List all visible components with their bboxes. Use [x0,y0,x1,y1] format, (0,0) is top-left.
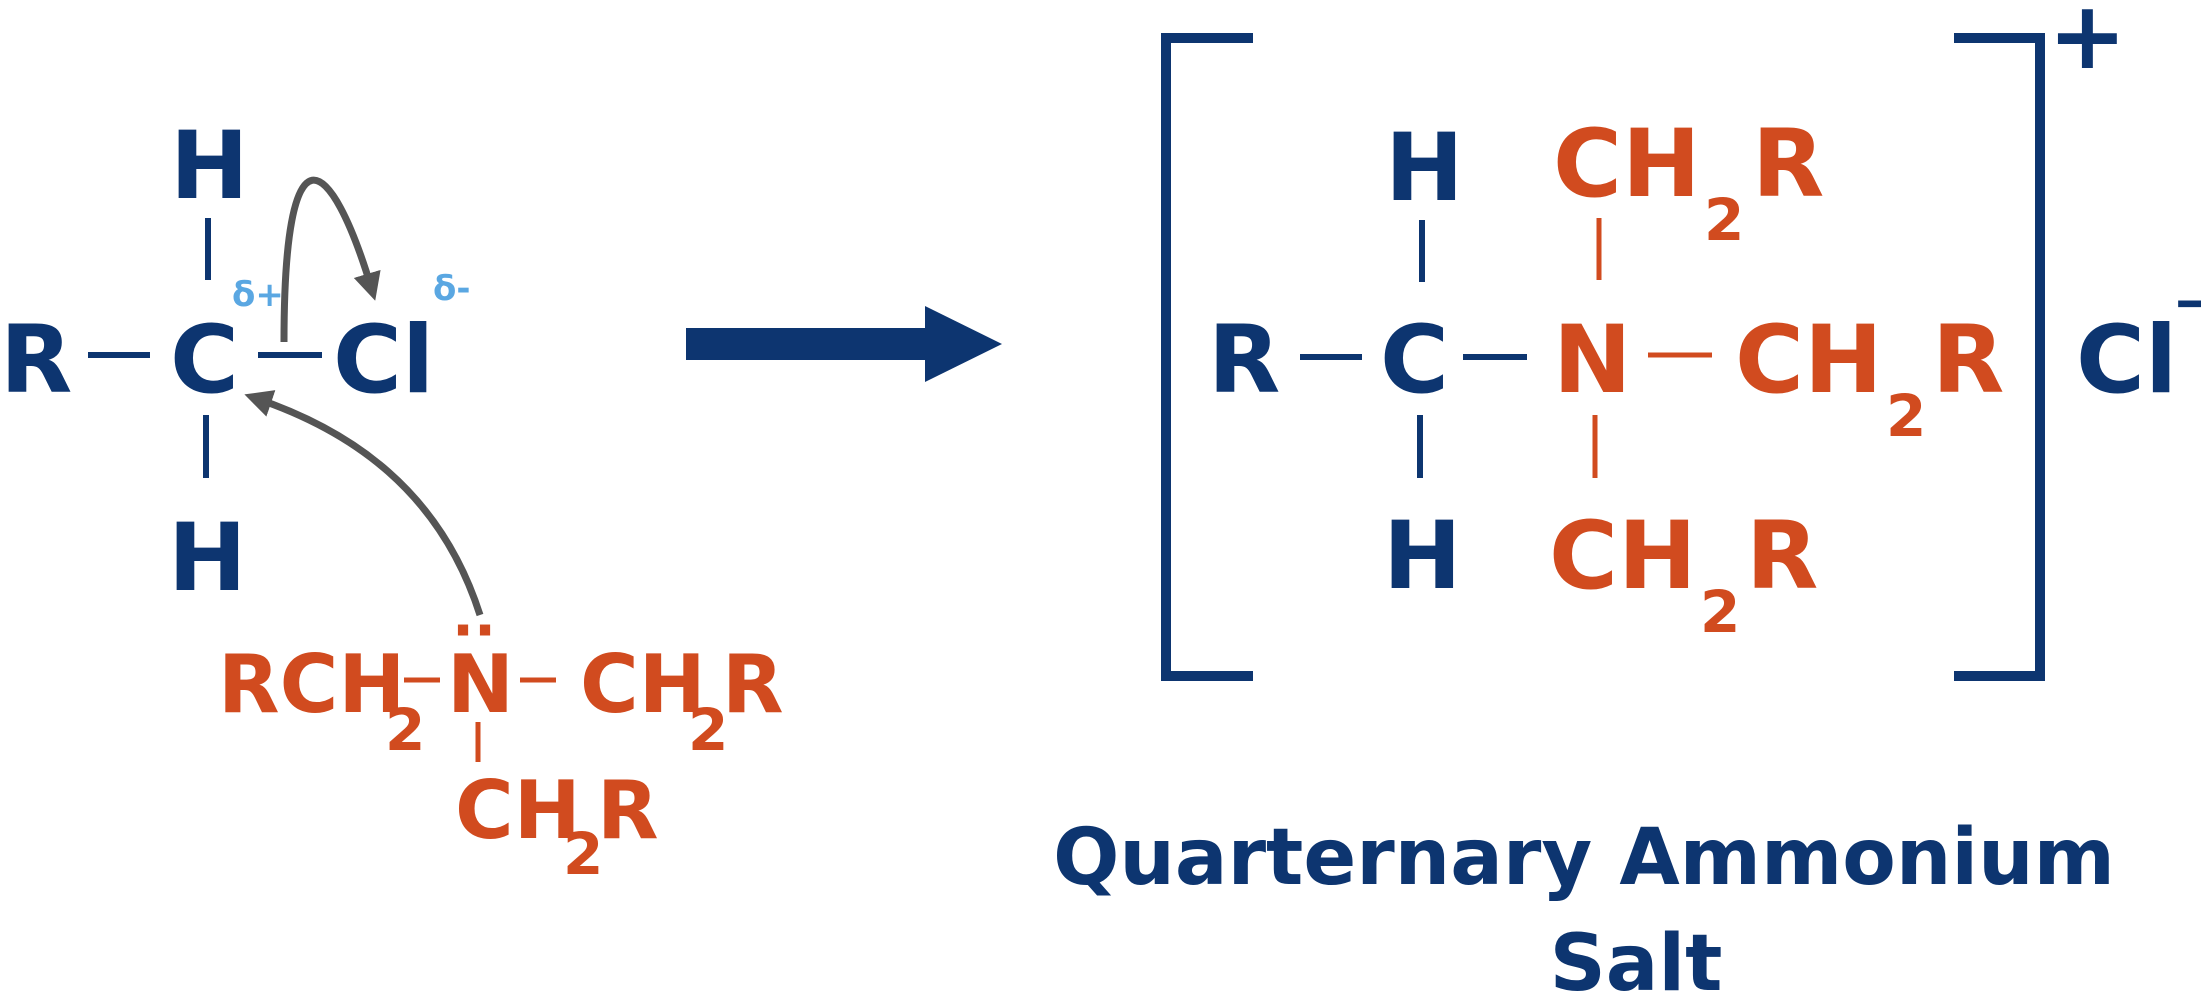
product-bottom-sub-label: 2 [1700,578,1740,646]
reactant-h-top-label: H [170,112,249,221]
product-charge-label: + [2048,0,2127,91]
product-top-ch-label: CH [1553,110,1701,219]
delta-minus-label: δ- [433,269,470,309]
product-right-sub-label: 2 [1886,382,1926,450]
amine-right-ch-label: CH [580,638,706,731]
amine-bottom-sub-label: 2 [563,820,603,888]
product-carbon-label: C [1380,306,1449,415]
product-r-label: R [1208,306,1280,415]
amine-left-sub-label: 2 [385,696,425,764]
amine-right-sub-label: 2 [688,696,728,764]
product-bottom-ch-label: CH [1549,502,1697,611]
reaction-arrow [686,306,1002,382]
amine-bottom-ch-label: CH [455,764,581,857]
caption-line-2: Salt [1550,919,1723,1000]
reactant-r-label: R [0,306,72,415]
product-nitrogen-label: N [1553,306,1632,415]
left-bracket [1161,33,1253,681]
reaction-arrow-head [925,306,1002,382]
amine-lone-pair-label: ·· [452,596,496,664]
reaction-arrow-shaft [686,328,930,360]
curly-arrow-n-to-c [244,390,484,617]
curly-arrow-bond-to-cl [280,176,381,343]
reactant-h-bottom-label: H [168,504,247,613]
product-cation: R C H H N CH 2 R CH 2 R CH 2 R [1208,110,2004,646]
delta-plus-label: δ+ [232,275,284,315]
amine-nitrogen-label: N [447,638,514,731]
amine-right-r-label: R [722,638,784,731]
reactant-carbon-label: C [170,306,239,415]
reactant-haloalkane: R C H H Cl δ+ δ- [0,112,470,613]
product-right-r-label: R [1932,306,2004,415]
counter-ion: Cl − [2076,268,2201,415]
caption-line-1: Quarternary Ammonium [1053,813,2115,903]
product-h-top-label: H [1385,114,1464,223]
product-top-r-label: R [1752,110,1824,219]
counter-ion-charge-label: − [2172,268,2201,336]
product-top-sub-label: 2 [1704,186,1744,254]
product-h-bottom-label: H [1383,502,1462,611]
counter-ion-label: Cl [2076,306,2177,415]
reactant-amine: RCH 2 N ·· CH 2 R CH 2 R [218,596,784,888]
right-bracket [1954,33,2045,681]
amine-bottom-r-label: R [597,764,659,857]
amine-left-group-label: RCH [218,638,405,731]
product-bottom-r-label: R [1746,502,1818,611]
reactant-cl-label: Cl [333,306,434,415]
product-right-ch-label: CH [1735,306,1883,415]
